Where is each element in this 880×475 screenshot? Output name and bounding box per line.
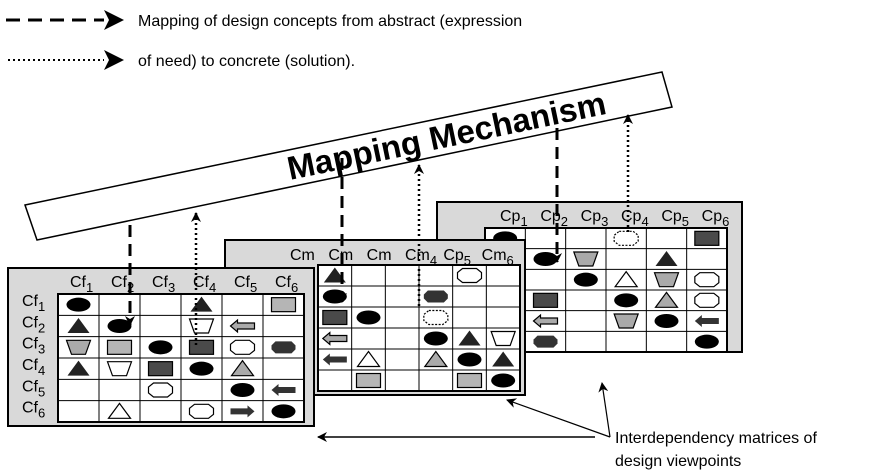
dotted-legend-label: of need) to concrete (solution).	[138, 53, 355, 70]
cp-col-header-5: Cp5	[661, 208, 689, 229]
cp-cell-5-5-oval-icon	[694, 334, 719, 349]
dashed-arrow-legend-icon	[6, 10, 124, 30]
cf-cell-3-0-triangle-icon	[67, 360, 90, 376]
cm-cell-4-3-triangle-gray-icon	[423, 350, 449, 368]
cm-cell-5-4-gray-rect-icon	[456, 372, 483, 389]
cm-cell-3-5-trapezoid-outline-icon	[490, 330, 517, 347]
cm-cell-2-3-octagon-dot-icon	[423, 309, 449, 326]
cf-cells	[65, 296, 297, 419]
cp-cell-3-4-triangle-gray-icon	[654, 291, 679, 308]
cf-row-header-6: Cf6	[22, 400, 45, 421]
cf-cell-1-0-triangle-icon	[67, 318, 90, 333]
cp-cell-0-5-dark-rect-icon	[694, 230, 720, 246]
cf-cell-3-3-oval-icon	[189, 361, 214, 376]
cm-cell-3-0-arrow-left-gray-icon	[321, 331, 348, 346]
cp-cell-4-1-arrow-left-gray-icon	[532, 313, 559, 329]
cm-cell-4-0-arrow-left-dark-icon	[322, 353, 347, 366]
cf-cell-5-4-arrow-right-dark-icon	[230, 405, 255, 418]
cf-grid	[58, 294, 304, 422]
cp-cell-1-2-trapezoid-gray-icon	[572, 251, 599, 267]
cf-cell-4-4-oval-icon	[230, 383, 255, 397]
cf-cell-2-3-dark-rect-icon	[188, 339, 215, 355]
cf-row-header-5: Cf5	[22, 378, 45, 399]
cm-cell-3-3-oval-icon	[423, 331, 448, 346]
dotted-arrow-legend-icon	[8, 50, 124, 70]
cf-col-header-3: Cf3	[152, 274, 175, 295]
cf-row-header-4: Cf4	[22, 357, 45, 378]
cf-cell-1-4-arrow-left-gray-icon	[229, 318, 256, 334]
dashed-legend-label: Mapping of design concepts from abstract…	[138, 13, 522, 30]
cp-cell-0-3-octagon-dot-icon	[613, 230, 639, 246]
cf-cell-5-1-triangle-outline-icon	[107, 402, 132, 419]
cm-cell-5-1-gray-rect-icon	[355, 372, 382, 389]
cp-col-header-1: Cp1	[500, 208, 528, 229]
caption-line-1: Interdependency matrices of	[615, 430, 817, 447]
cf-col-header-5: Cf5	[234, 274, 257, 295]
cp-cell-1-4-triangle-icon	[655, 251, 678, 266]
cm-cell-2-0-dark-rect-icon	[322, 309, 348, 326]
cf-cell-5-5-oval-icon	[271, 404, 296, 419]
cf-cell-2-4-octagon-icon	[229, 339, 256, 355]
cf-cell-3-4-triangle-gray-icon	[230, 359, 255, 377]
cf-cell-4-2-octagon-icon	[147, 382, 174, 398]
cp-col-header-3: Cp3	[581, 208, 609, 229]
cf-cell-3-1-trapezoid-outline-icon	[106, 361, 133, 377]
cm-cell-5-5-oval-icon	[491, 373, 516, 388]
cf-cell-0-0-oval-icon	[66, 297, 91, 312]
cm-col-header-6: Cm6	[482, 247, 514, 268]
cf-cell-2-2-oval-icon	[148, 340, 173, 355]
cp-cell-3-3-oval-icon	[614, 293, 639, 308]
cm-col-header-5: Cp5	[443, 247, 471, 268]
legend: Mapping of design concepts from abstract…	[6, 10, 522, 70]
cp-col-header-6: Cp6	[702, 208, 730, 229]
mapping-mechanism-title: Mapping Mechanism	[284, 84, 609, 187]
cf-col-header-1: Cf1	[70, 274, 93, 295]
cf-row-header-1: Cf1	[22, 293, 45, 314]
cp-cell-3-5-octagon-icon	[694, 292, 720, 308]
cp-cell-4-3-trapezoid-gray-icon	[613, 313, 640, 329]
cf-cell-3-2-dark-rect-icon	[147, 361, 174, 377]
cf-cell-0-5-gray-rect-icon	[270, 297, 297, 313]
cp-cell-1-1-oval-icon	[533, 252, 558, 266]
cm-cell-0-4-octagon-icon	[456, 267, 483, 284]
cm-cells	[321, 267, 517, 389]
cf-row-header-3: Cf3	[22, 336, 45, 357]
cf-cell-2-5-pill-icon	[271, 341, 296, 354]
cf-col-header-6: Cf6	[275, 274, 298, 295]
cf-cell-5-3-octagon-icon	[188, 403, 215, 419]
cp-cell-2-2-oval-icon	[573, 272, 598, 287]
cp-cell-2-5-octagon-icon	[694, 272, 720, 288]
cf-row-header-2: Cf2	[22, 314, 45, 335]
cm-cell-2-1-oval-icon	[356, 310, 381, 325]
mapping-arrows	[125, 114, 633, 345]
cp-col-header-4: Cp4	[621, 208, 649, 229]
caption-line-2: design viewpoints	[615, 453, 741, 470]
cm-col-header-3: Cm	[367, 247, 392, 264]
cm-cell-1-3-pill-icon	[423, 290, 448, 303]
cf-cell-2-1-gray-rect-icon	[106, 339, 133, 355]
cf-cell-2-0-trapezoid-gray-icon	[65, 339, 92, 355]
cm-cell-4-1-triangle-outline-icon	[356, 350, 381, 368]
cp-cell-2-3-triangle-outline-icon	[613, 270, 639, 288]
cp-cell-2-4-trapezoid-gray-icon	[653, 272, 680, 288]
cf-cell-0-3-triangle-icon	[190, 296, 213, 312]
cf-cell-4-5-arrow-left-dark-icon	[271, 384, 296, 396]
cp-cell-3-1-dark-rect-icon	[532, 292, 559, 308]
cm-col-header-4: Cm4	[405, 247, 437, 268]
cp-cell-4-5-arrow-left-dark-icon	[694, 315, 719, 327]
cm-cell-3-4-triangle-icon	[458, 330, 481, 346]
cm-cell-4-5-triangle-icon	[492, 351, 515, 367]
caption-pointers	[317, 382, 611, 442]
cf-cell-1-1-oval-icon	[107, 319, 132, 333]
cp-cell-5-1-pill-icon	[533, 335, 558, 348]
cm-cell-4-4-oval-icon	[457, 352, 482, 367]
cp-cell-4-4-oval-icon	[654, 314, 679, 328]
cm-cell-0-0-triangle-icon	[323, 267, 346, 283]
cm-col-header-1: Cm	[290, 247, 315, 264]
